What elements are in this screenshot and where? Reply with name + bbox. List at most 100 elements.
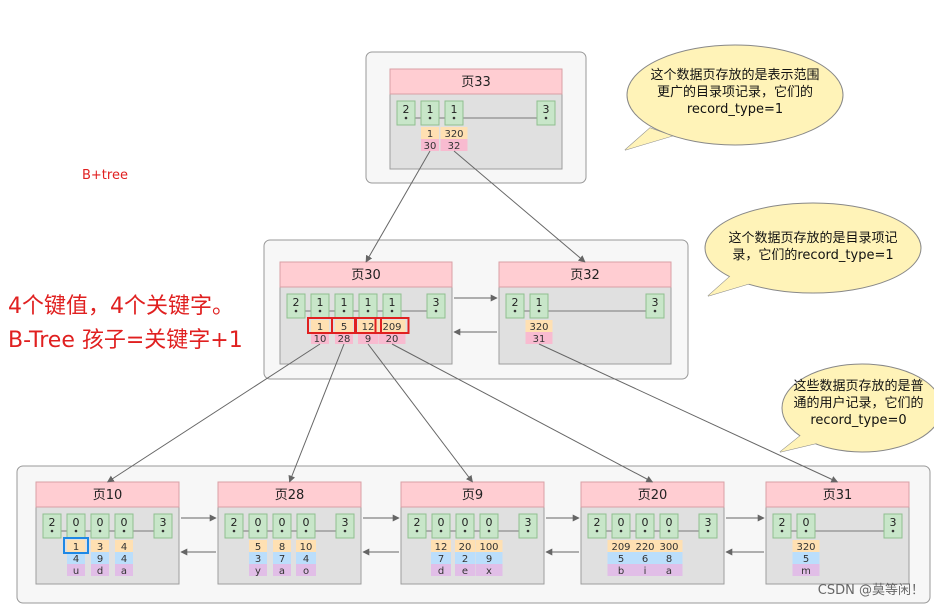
record-cell [358,332,378,344]
record-value: 220 [635,542,654,553]
page-title: 页20 [638,488,668,503]
record-value: 9 [365,334,371,345]
callout-leaf-bubble-body [781,363,934,453]
record-cell [115,540,133,552]
record-value: 20 [386,334,399,345]
next-pointer-dot [98,529,102,533]
record-value: o [303,566,309,577]
record-type-label: 2 [594,516,601,529]
record-type-label: 1 [427,103,434,116]
next-pointer-dot [513,309,517,313]
record-cell [607,540,635,552]
header-cell [536,100,556,126]
header-cell [698,513,718,539]
next-pointer-dot [780,529,784,533]
record-value: a [279,566,285,577]
record-cell [273,540,291,552]
next-pointer-dot [706,529,710,533]
record-cell [378,332,406,344]
record-cell [115,552,133,564]
record-value: 30 [424,141,437,152]
record-value: 20 [459,542,472,553]
callout-leaf-bubble-tail-cover [780,432,822,452]
record-value: i [644,566,647,577]
record-type-label: 0 [486,516,493,529]
header-cell [42,513,62,539]
next-pointer-dot [74,529,78,533]
record-cell [440,127,468,139]
btree-tag-label: B+tree [82,168,128,183]
record-cell [91,564,109,576]
record-cell [631,564,659,576]
record-cell [792,540,820,552]
page-title-bar [389,68,563,95]
next-pointer-dot [50,529,54,533]
record-cell [249,552,267,564]
record-value: a [666,566,672,577]
record-cell [607,552,635,564]
record-value: 7 [438,554,444,565]
callout-leaf-line-1: 这些数据页存放的是普 [793,379,924,394]
record-type-label: 0 [279,516,286,529]
link-page32-to-page31 [538,343,839,483]
record-cell [273,564,291,576]
page-title-bar [217,481,362,508]
header-cell [518,513,538,539]
callout-root-line-3: record_type=1 [686,102,784,117]
record-cell [335,332,353,344]
page-title: 页9 [462,488,483,503]
callout-root-bubble-tail-cover [625,128,672,150]
record-value: 8 [279,542,285,553]
record-value: 4 [121,554,127,565]
record-cell [67,552,85,564]
record-value: 5 [618,554,624,565]
record-type-label: 0 [438,516,445,529]
record-value: 12 [362,322,375,333]
header-cell [796,513,816,539]
record-value: 31 [533,334,546,345]
record-cell [91,552,109,564]
header-cell [587,513,607,539]
record-type-label: 1 [365,296,372,309]
record-cell [67,564,85,576]
callout-leaf-bubble [779,363,934,453]
next-pointer-dot [667,529,671,533]
record-type-label: 0 [121,516,128,529]
record-type-label: 3 [705,516,712,529]
callout-root-line-1: 这个数据页存放的是表示范围 [650,68,820,83]
record-value: 1 [427,129,433,140]
record-cell [792,552,820,564]
record-value: 1 [317,322,323,333]
record-type-label: 2 [779,516,786,529]
record-cell [455,552,475,564]
record-type-label: 2 [403,103,410,116]
record-type-label: 3 [890,516,897,529]
next-pointer-dot [342,309,346,313]
record-cell [358,320,378,332]
next-pointer-dot [526,529,530,533]
header-cell [272,513,292,539]
record-type-label: 0 [642,516,649,529]
next-pointer-dot [452,116,456,120]
header-cell [114,513,134,539]
next-pointer-dot [428,116,432,120]
callout-mid-bubble-body [704,202,922,294]
record-cell [525,320,553,332]
next-pointer-dot [463,529,467,533]
record-value: 10 [314,334,327,345]
note-keys-line: 4个键值，4个关键字。 [8,294,234,319]
callout-mid-bubble-tail-cover [708,272,755,296]
record-value: 209 [382,322,401,333]
page-title: 页10 [93,488,123,503]
record-cell [378,320,406,332]
record-type-label: 1 [451,103,458,116]
record-cell [440,139,468,151]
record-type-label: 0 [618,516,625,529]
header-cell [659,513,679,539]
next-pointer-dot [537,309,541,313]
next-pointer-dot [415,529,419,533]
record-cell [273,552,291,564]
next-pointer-dot [439,529,443,533]
